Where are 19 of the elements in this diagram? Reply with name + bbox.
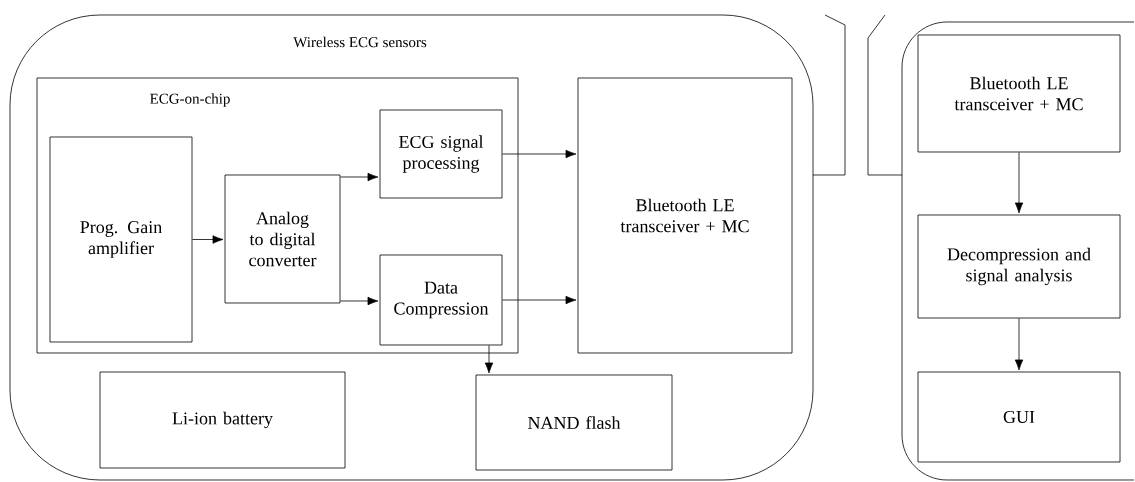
arrow [340,172,379,182]
block-box: ECG signal processing [379,109,503,199]
block-box: Li-ion battery [99,371,346,469]
block-box: Decompression and signal analysis [917,214,1121,319]
arrow [1014,152,1024,214]
block-box: Analog to digital converter [224,174,341,304]
arrow [484,345,494,374]
arrow [1014,318,1024,371]
block-box: GUI [917,371,1121,463]
arrow [340,296,379,306]
receiver-panel [901,21,1135,481]
block-box: Data Compression [379,254,503,346]
block-box: Bluetooth LE transceiver + MC [577,77,793,354]
block-box: Prog. Gain amplifier [49,136,193,343]
arrow [502,295,577,305]
block-box: Bluetooth LE transceiver + MC [917,34,1121,153]
arrow [192,235,224,244]
block-box: NAND flash [475,374,673,471]
arrow [502,149,577,159]
